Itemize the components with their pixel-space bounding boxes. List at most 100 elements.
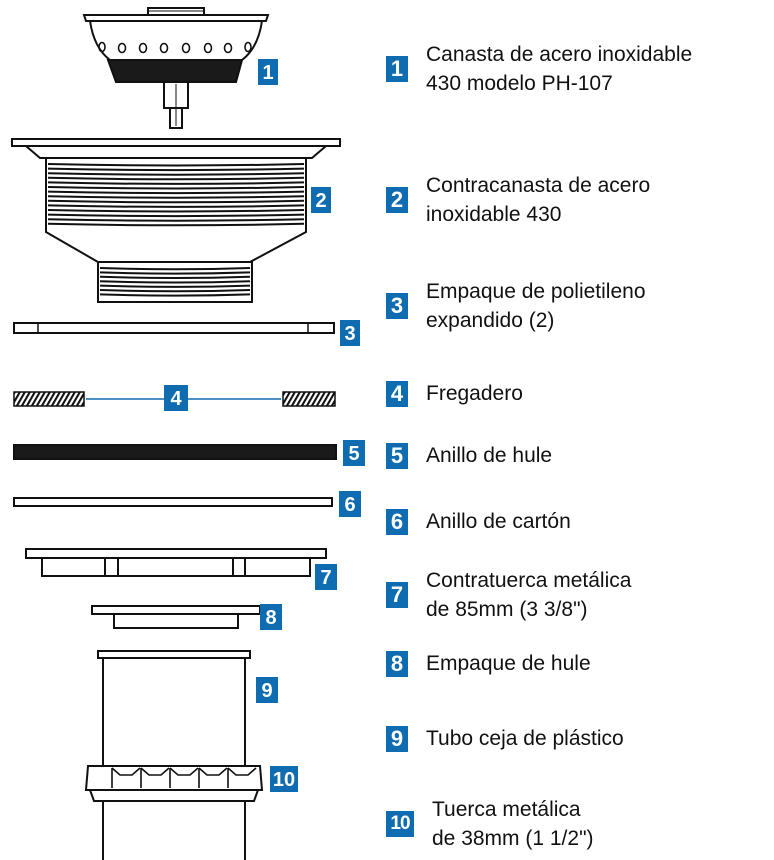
legend-item-7: 7 Contratuerca metálica de 85mm (3 3/8")	[386, 566, 631, 624]
legend-description: Anillo de hule	[426, 441, 552, 470]
thread-line	[99, 275, 251, 280]
legend-description: Anillo de cartón	[426, 507, 571, 536]
callout-number: 6	[344, 494, 355, 516]
callout-badge	[256, 677, 278, 703]
legend-item-10: 10 Tuerca metálica de 38mm (1 1/2")	[386, 795, 594, 853]
thread-line	[47, 222, 305, 227]
callout-3: 3	[340, 320, 360, 346]
callout-badge	[270, 766, 298, 792]
callout-10: 10	[270, 766, 298, 792]
callout-7: 7	[315, 564, 337, 590]
legend-number-badge: 6	[386, 508, 408, 535]
legend-item-9: 9 Tubo ceja de plástico	[386, 724, 624, 753]
thread-line	[47, 213, 305, 218]
callout-number: 5	[348, 443, 359, 465]
thread-line	[99, 271, 251, 275]
nut-facet	[198, 767, 228, 776]
callout-badge	[340, 320, 360, 346]
legend-number-badge: 10	[386, 811, 414, 837]
callout-number: 2	[315, 190, 326, 212]
nut-facet	[227, 767, 257, 776]
thread-line	[47, 199, 305, 204]
thread-line	[47, 204, 305, 208]
legend-number-badge: 4	[386, 380, 408, 407]
legend-number-badge: 8	[386, 650, 408, 677]
thread-line	[47, 181, 305, 185]
thread-line	[47, 167, 305, 172]
legend-description-line: Tubo ceja de plástico	[426, 727, 624, 750]
callout-number: 9	[261, 680, 272, 702]
part-5-rubber-ring	[13, 444, 337, 460]
legend-description-line: Contratuerca metálica	[426, 569, 632, 592]
legend-description: Fregadero	[426, 379, 523, 408]
legend-description-line: Canasta de acero inoxidable	[426, 43, 693, 66]
legend-description-line: expandido (2)	[426, 309, 555, 332]
legend-description: Empaque de hule	[426, 649, 591, 678]
thread-line	[99, 267, 251, 271]
part-7-locknut	[25, 548, 327, 577]
callout-number: 8	[265, 607, 276, 629]
callout-badge	[311, 187, 331, 213]
legend-description: Tuerca metálica de 38mm (1 1/2")	[432, 795, 594, 853]
legend-item-4: 4 Fregadero	[386, 379, 523, 408]
part-8-rubber-gasket	[91, 605, 261, 629]
legend-number-badge: 7	[386, 582, 408, 608]
part-1-basket	[82, 7, 270, 129]
thread-line	[99, 280, 251, 284]
legend-description: Contratuerca metálica de 85mm (3 3/8")	[426, 566, 631, 624]
legend-number-badge: 3	[386, 293, 408, 319]
callout-1: 1	[258, 59, 278, 85]
thread-line	[99, 284, 251, 288]
legend-description-line: de 38mm (1 1/2")	[432, 827, 594, 850]
legend-description-line: 430 modelo PH-107	[426, 72, 613, 95]
part-3-foam-gasket	[13, 322, 335, 334]
legend-description-line: Contracanasta de acero	[426, 174, 651, 197]
legend-item-2: 2 Contracanasta de acero inoxidable 430	[386, 171, 650, 229]
thread-line	[47, 163, 305, 167]
callout-number: 10	[273, 769, 295, 791]
legend-item-3: 3 Empaque de polietileno expandido (2)	[386, 277, 646, 335]
callout-number: 3	[344, 323, 355, 345]
legend-number-badge: 2	[386, 187, 408, 213]
callout-number: 7	[320, 567, 331, 589]
thread-line	[47, 186, 305, 190]
thread-line	[99, 289, 251, 293]
legend-description-line: Fregadero	[426, 382, 523, 405]
callout-2: 2	[311, 187, 331, 213]
legend-item-6: 6 Anillo de cartón	[386, 507, 571, 536]
part-2-strainer-body	[11, 138, 341, 303]
callout-number: 4	[170, 388, 182, 410]
callout-8: 8	[260, 604, 282, 630]
thread-line	[47, 195, 305, 199]
callout-number: 1	[262, 62, 273, 84]
legend-description: Empaque de polietileno expandido (2)	[426, 277, 646, 335]
legend-description-line: Tuerca metálica	[432, 798, 581, 821]
thread-line	[47, 176, 305, 181]
legend-description: Canasta de acero inoxidable 430 modelo PH…	[426, 40, 692, 98]
legend-item-5: 5 Anillo de hule	[386, 441, 552, 470]
legend-description-line: Anillo de cartón	[426, 510, 571, 533]
nut-facet	[169, 767, 199, 776]
callout-6: 6	[339, 491, 361, 517]
callout-9: 9	[256, 677, 278, 703]
legend-description-line: Empaque de hule	[426, 652, 591, 675]
callout-badge	[258, 59, 278, 85]
nut-facet	[140, 767, 170, 776]
callout-badge	[164, 385, 188, 411]
thread-line	[47, 209, 305, 213]
callout-4: 4	[164, 385, 188, 411]
legend-number-badge: 9	[386, 725, 408, 752]
thread-line	[47, 190, 305, 195]
legend-description-line: de 85mm (3 3/8")	[426, 598, 588, 621]
callout-badge	[315, 564, 337, 590]
part-10-slip-nut	[84, 765, 264, 802]
thread-line	[47, 172, 305, 176]
legend-description-line: Empaque de polietileno	[426, 280, 646, 303]
legend-description: Contracanasta de acero inoxidable 430	[426, 171, 650, 229]
thread-line	[99, 293, 251, 297]
legend-number-badge: 5	[386, 442, 408, 469]
part-6-cardboard-ring	[13, 497, 333, 507]
legend-description-line: inoxidable 430	[426, 203, 562, 226]
